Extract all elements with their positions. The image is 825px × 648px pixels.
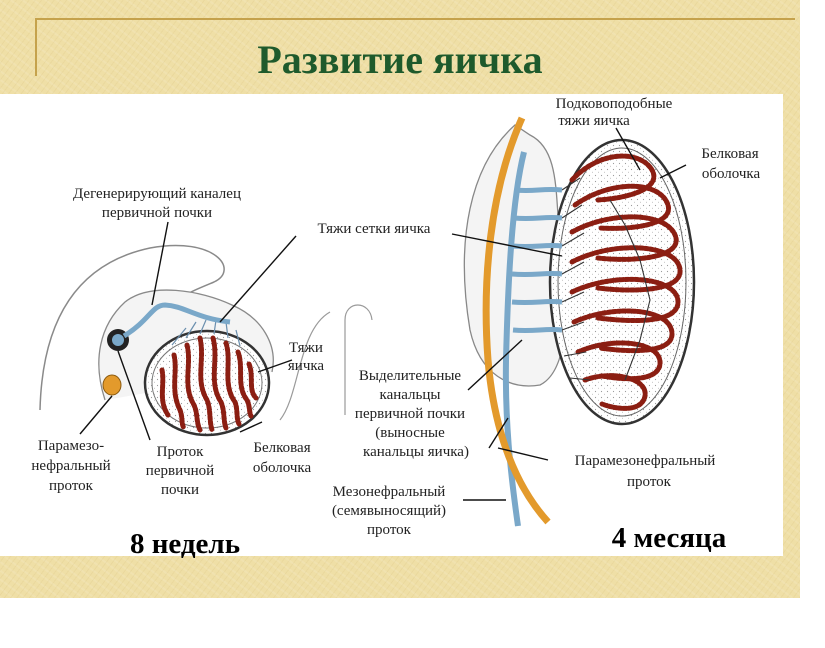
label-paramesonephric-4m: Парамезонефральный (575, 453, 716, 469)
leader-lines (79, 127, 687, 501)
label-paramesonephric-4m-2: проток (627, 474, 672, 490)
label-primary-duct: Проток (157, 444, 204, 460)
label-horseshoe-cords-2: тяжи яичка (558, 113, 630, 129)
label-paramesonephric-8w: Парамезо- (38, 438, 104, 454)
slide-background: Развитие яичка (0, 0, 800, 598)
label-cords-8-weeks-2: яичка (288, 358, 325, 374)
degenerating-tubule (122, 302, 231, 339)
label-primary-duct-3: почки (161, 482, 199, 498)
tunica-albuginea-8-weeks (151, 337, 263, 429)
tunica-albuginea-4-months (557, 147, 687, 417)
stage-label-8-weeks: 8 недель (130, 528, 240, 560)
frame-line-top (35, 18, 795, 20)
label-tunica-4m-2: оболочка (702, 166, 761, 182)
label-excretory-tubules-3: первичной почки (355, 406, 465, 422)
rete-testis-cords (561, 177, 651, 381)
fetus-4-months (463, 116, 696, 527)
frame-line-left (35, 18, 37, 76)
label-mesonephric-duct-2: (семявыносящий) (332, 503, 446, 519)
label-primary-duct-2: первичной (146, 463, 214, 479)
efferent-ductules (511, 186, 563, 334)
label-mesonephric-duct: Мезонефральный (333, 484, 446, 500)
label-paramesonephric-8w-2: нефральный (31, 458, 110, 474)
labels: Дегенерирующий каналец первичной почки Т… (31, 96, 760, 560)
label-tunica-8w: Белковая (253, 440, 310, 456)
embryo-8-weeks (39, 244, 373, 437)
stage-label-4-months: 4 месяца (612, 522, 727, 554)
label-paramesonephric-8w-3: проток (49, 478, 94, 494)
label-excretory-tubules-5: канальцы яичка) (363, 444, 469, 460)
testis-cords-8-weeks (159, 335, 259, 433)
label-degenerating-tubule: Дегенерирующий каналец (73, 186, 241, 202)
label-cords-8-weeks: Тяжи (289, 340, 323, 356)
label-mesonephric-duct-3: проток (367, 522, 412, 538)
rete-strands-8-weeks (171, 319, 241, 347)
label-horseshoe-cords: Подковоподобные (556, 96, 673, 112)
label-excretory-tubules-2: канальцы (380, 387, 441, 403)
label-rete-cords: Тяжи сетки яичка (318, 221, 431, 237)
page-title: Развитие яичка (257, 37, 543, 82)
paramesonephric-duct-8-weeks (102, 374, 122, 396)
horseshoe-testis-cords (569, 153, 683, 411)
primary-duct-lumen (112, 334, 124, 346)
label-tunica-8w-2: оболочка (253, 460, 312, 476)
body-wall-line (344, 304, 373, 415)
paramesonephric-duct-4-months (482, 116, 551, 525)
testis-development-diagram: Дегенерирующий каналец первичной почки Т… (31, 96, 760, 560)
gonad-mesentery-line (279, 311, 331, 421)
label-excretory-tubules-4: (выносные (375, 425, 445, 441)
label-tunica-4m: Белковая (701, 146, 758, 162)
label-degenerating-tubule-2: первичной почки (102, 205, 212, 221)
label-excretory-tubules: Выделительные (359, 368, 462, 384)
mesonephros-outline (39, 244, 225, 411)
